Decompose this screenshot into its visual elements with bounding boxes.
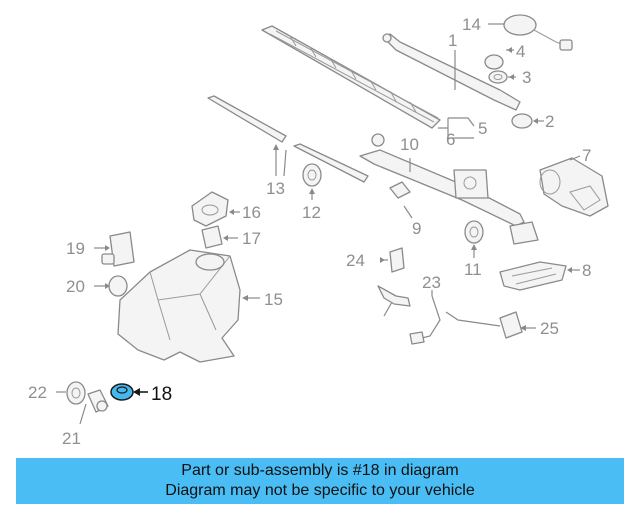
arm-cap <box>503 14 573 51</box>
reservoir-cap <box>191 191 229 227</box>
washer-hose <box>377 285 501 345</box>
callout-7: 7 <box>582 146 591 165</box>
washer-pump <box>101 231 135 267</box>
callout-21: 21 <box>62 429 81 448</box>
filler-neck <box>201 225 223 249</box>
seal-ring <box>66 381 86 405</box>
bushing <box>464 220 484 244</box>
hose-connector <box>389 247 405 273</box>
arrowheads <box>105 47 572 331</box>
banner-line-part: Part or sub-assembly is #18 in diagram <box>181 462 459 479</box>
leader-lines <box>56 23 581 425</box>
callout-4: 4 <box>516 42 525 61</box>
highlighted-part-18[interactable] <box>110 383 148 401</box>
callout-16: 16 <box>242 203 261 222</box>
callout-8: 8 <box>582 261 591 280</box>
callout-15: 15 <box>264 290 283 309</box>
callout-10: 10 <box>400 135 419 154</box>
callout-5: 5 <box>478 119 487 138</box>
callout-1: 1 <box>448 31 457 50</box>
callout-20: 20 <box>66 277 85 296</box>
washer-reservoir <box>117 249 241 363</box>
washer <box>488 70 508 84</box>
pump-connector <box>499 311 523 339</box>
wiper-insert <box>207 95 369 183</box>
info-banner: Part or sub-assembly is #18 in diagram D… <box>16 458 624 504</box>
callout-18: 18 <box>151 384 172 405</box>
callout-22: 22 <box>28 383 47 402</box>
callout-11: 11 <box>464 260 482 279</box>
wiper-motor <box>539 157 609 217</box>
linkage-clip <box>389 181 411 199</box>
callout-12: 12 <box>302 203 321 222</box>
pivot-nut <box>511 113 533 129</box>
callout-17: 17 <box>242 229 261 248</box>
callout-numbers: 1 2 3 4 5 6 7 8 9 10 11 12 13 14 15 16 1… <box>28 15 591 448</box>
wiper-blade <box>261 25 441 129</box>
callout-24: 24 <box>346 251 365 270</box>
callout-6: 6 <box>446 130 455 149</box>
motor-bracket <box>499 261 567 291</box>
callout-2: 2 <box>545 112 554 131</box>
callout-19: 19 <box>66 239 85 258</box>
callout-9: 9 <box>412 219 421 238</box>
callout-3: 3 <box>522 68 531 87</box>
wiper-arm <box>382 33 521 111</box>
callout-23: 23 <box>422 273 441 292</box>
level-sensor <box>87 389 109 413</box>
banner-line-disclaimer: Diagram may not be specific to your vehi… <box>165 482 475 499</box>
wiper-linkage <box>359 133 539 245</box>
callout-25: 25 <box>540 319 559 338</box>
grommet <box>302 163 322 187</box>
nut <box>484 54 504 70</box>
callout-14: 14 <box>462 15 481 34</box>
pump-grommet <box>108 275 128 297</box>
callout-13: 13 <box>266 179 285 198</box>
